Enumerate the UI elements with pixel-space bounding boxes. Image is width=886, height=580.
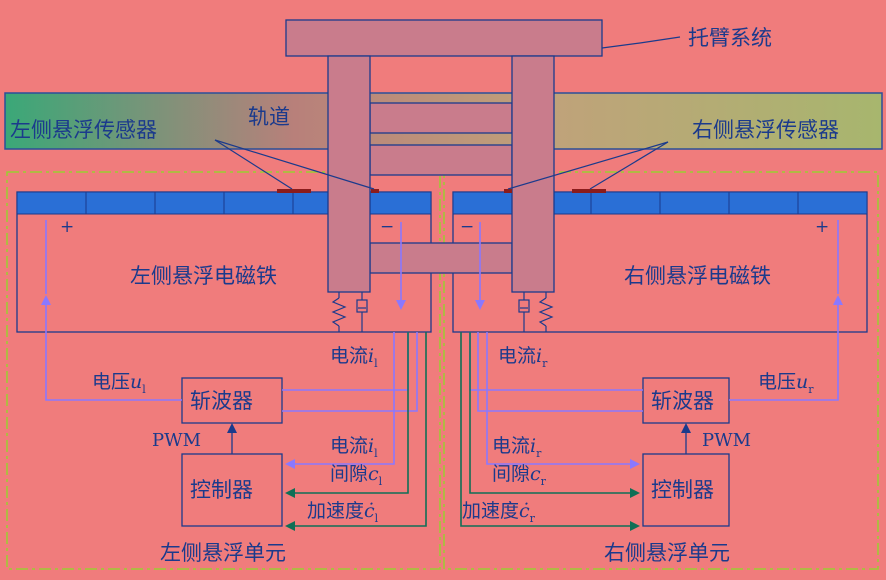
right-current-feedback [486, 332, 640, 469]
left-minus-label: − [380, 217, 394, 237]
track-label: 轨道 [248, 105, 290, 129]
left-plus-label: + [60, 217, 74, 237]
left-unit-border [6, 171, 441, 570]
bracket-leader [601, 36, 681, 49]
right-sensor-dot [504, 189, 512, 193]
left-sensor-leader-b [214, 139, 375, 190]
right-pwm-label: PWM [702, 430, 751, 451]
left-current-top-label: 电流il [330, 345, 378, 370]
right-sensor-label: 右侧悬浮传感器 [692, 118, 839, 142]
left-sensor-leader-a [214, 139, 293, 190]
left-chopper-to-magnet-b [282, 332, 418, 412]
right-minus-label: − [460, 217, 474, 237]
right-gap-line [469, 332, 640, 498]
left-gap-label: 间隙cl [330, 463, 383, 488]
left-magnet-label: 左侧悬浮电磁铁 [130, 264, 277, 288]
left-gap-line [285, 332, 409, 498]
left-current-feedback [285, 332, 395, 469]
right-plus-label: + [815, 217, 829, 237]
bracket-system-label: 托臂系统 [688, 26, 772, 50]
right-chopper-label: 斩波器 [651, 389, 714, 413]
left-accel-line [285, 332, 427, 531]
left-sensor-dot [371, 189, 379, 193]
left-unit-label: 左侧悬浮单元 [160, 541, 286, 565]
right-sensor-leader-a [589, 141, 669, 190]
right-current-top-label: 电流ir [498, 345, 548, 370]
right-controller-label: 控制器 [651, 478, 714, 502]
left-spring [331, 292, 347, 332]
left-current-label: 电流il [330, 435, 378, 460]
right-accel-line [460, 332, 640, 531]
right-voltage-label: 电压ur [758, 371, 814, 396]
right-voltage-line [729, 295, 843, 401]
right-magnet-bar [452, 191, 868, 215]
left-sensor-bar [277, 189, 311, 193]
right-gap-label: 间隙cr [492, 463, 547, 488]
left-sensor-label: 左侧悬浮传感器 [10, 118, 157, 142]
left-voltage-label: 电压ul [92, 371, 146, 396]
right-chopper-to-magnet-a [469, 332, 643, 391]
right-accel-label: 加速度ċr [462, 500, 536, 525]
right-unit-border [443, 171, 879, 570]
left-pwm-label: PWM [152, 430, 201, 451]
right-sensor-bar [572, 189, 606, 193]
right-damper [518, 292, 530, 332]
right-spring [538, 292, 554, 332]
right-current-label: 电流ir [492, 435, 542, 460]
left-damper [356, 292, 368, 332]
left-chopper-label: 斩波器 [190, 389, 253, 413]
left-voltage-line [41, 295, 182, 401]
right-sensor-leader-b [507, 141, 669, 190]
left-accel-label: 加速度ċl [307, 500, 379, 525]
right-magnet-label: 右侧悬浮电磁铁 [624, 264, 771, 288]
bracket-system [285, 19, 603, 293]
right-chopper-to-magnet-b [477, 332, 643, 412]
left-controller-label: 控制器 [190, 478, 253, 502]
right-unit-label: 右侧悬浮单元 [604, 541, 730, 565]
